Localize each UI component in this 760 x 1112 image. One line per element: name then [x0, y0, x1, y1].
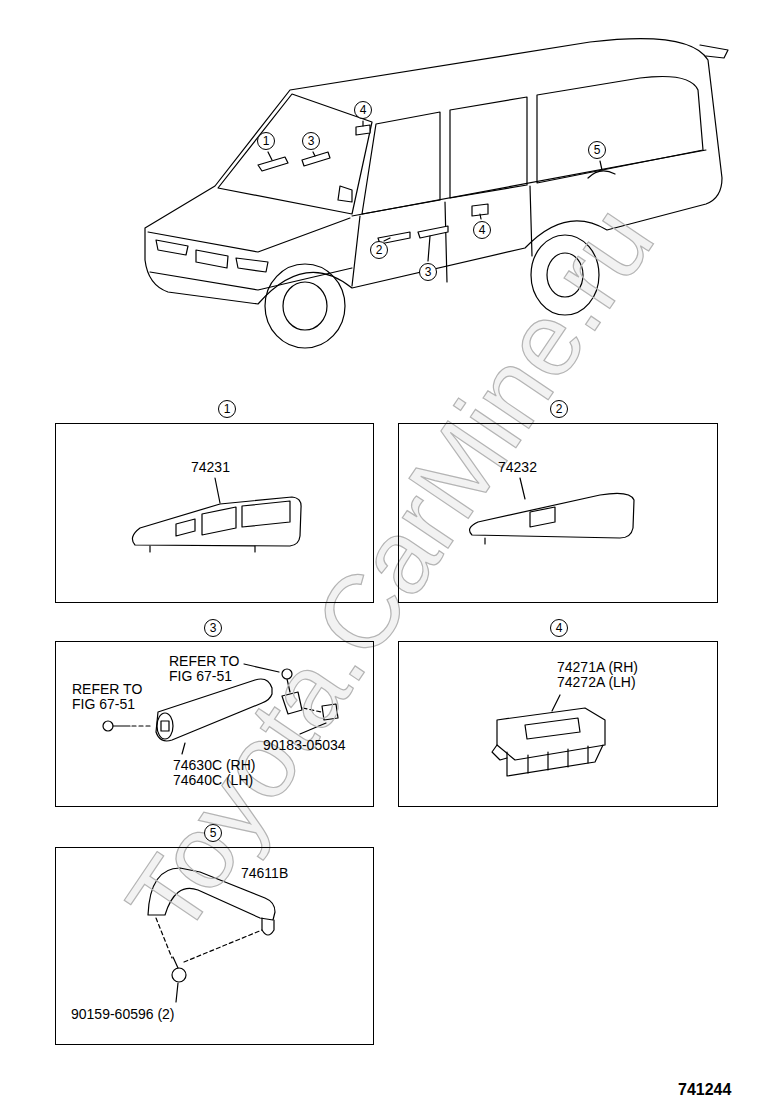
front-door-window	[362, 112, 440, 214]
dashed-line	[132, 725, 152, 726]
switch-body	[507, 745, 603, 776]
callout-number: 3	[302, 132, 320, 150]
clip	[322, 704, 338, 720]
callout-number: 5	[588, 141, 606, 159]
door-seam	[445, 202, 447, 282]
leader-line	[182, 743, 185, 754]
leader-line	[313, 152, 315, 156]
leader-line	[600, 161, 602, 170]
door-seam	[530, 186, 532, 256]
front-wheel-hub	[283, 282, 327, 330]
rear-window	[537, 77, 703, 184]
mount-tab	[262, 918, 274, 935]
leader-line	[215, 478, 220, 503]
callout-number: 2	[370, 241, 388, 259]
reference-note: REFER TO FIG 67-51	[169, 654, 253, 685]
rear-wheel	[531, 235, 599, 315]
bracket	[282, 692, 302, 714]
door-handle	[156, 679, 272, 741]
mirror	[338, 186, 352, 202]
switch-panel	[470, 493, 634, 538]
van-body	[145, 39, 722, 304]
door-seam	[352, 216, 360, 286]
section-number: 1	[218, 400, 236, 418]
leader-line	[362, 121, 363, 126]
leader-line	[428, 236, 430, 261]
roof-spoiler	[700, 45, 728, 58]
reference-note: REFER TO FIG 67-51	[72, 682, 156, 713]
switch-opening	[202, 507, 236, 535]
switch-opening	[525, 718, 580, 739]
screw-shaft	[287, 679, 290, 692]
part-number: 74232	[498, 460, 537, 475]
switch-bezel	[497, 708, 605, 760]
part-number: 74611B	[241, 866, 288, 881]
dashed-line	[156, 918, 172, 958]
part-number: 74231	[191, 460, 230, 475]
grille	[196, 250, 228, 268]
screw-head	[282, 669, 292, 679]
callout-number: 3	[419, 263, 437, 281]
part-number: 74630C (RH) 74640C (LH)	[173, 758, 277, 789]
parts-panel: 3REFER TO FIG 67-51REFER TO FIG 67-51746…	[55, 641, 374, 807]
section-number: 2	[550, 400, 568, 418]
watermark: Toyota.CarMine.ru	[109, 189, 670, 952]
leader-line	[268, 152, 272, 160]
dashed-line	[303, 708, 321, 712]
part-marker	[258, 157, 288, 171]
switch-opening	[176, 519, 195, 536]
mount-tab	[150, 546, 255, 552]
section-number: 4	[550, 619, 568, 637]
leader-line	[176, 983, 178, 1002]
switch-fins	[528, 746, 588, 773]
part-number: 90159-60596 (2)	[71, 1007, 175, 1022]
screw-shaft	[173, 957, 178, 968]
switch-opening	[242, 501, 290, 527]
switch-panel	[132, 497, 301, 546]
part-marker	[302, 152, 330, 166]
headlight	[156, 240, 188, 255]
screw-head	[103, 721, 113, 731]
figure-number: 741244	[678, 1081, 731, 1099]
leader-line	[552, 695, 560, 711]
callout-number: 4	[354, 101, 372, 119]
part-number: 74271A (RH) 74272A (LH)	[557, 660, 661, 691]
screw-head	[172, 968, 186, 982]
leader-line	[384, 238, 390, 241]
parts-panel: 274232	[398, 423, 718, 603]
leader-line	[244, 664, 279, 672]
beltline	[352, 150, 706, 216]
handle-end-cap	[157, 713, 173, 739]
part-marker	[418, 226, 448, 238]
parts-panel: 174231	[55, 423, 374, 603]
connector-tab	[492, 745, 507, 760]
callout-number: 1	[257, 132, 275, 150]
headlight	[236, 258, 268, 272]
mount-tab	[484, 538, 485, 544]
parts-panel: 574611B90159-60596 (2)	[55, 847, 374, 1045]
part-marker	[588, 171, 615, 178]
switch-opening	[530, 507, 555, 527]
slide-door-window	[450, 97, 527, 198]
leader-line	[300, 723, 326, 734]
screw-shaft	[113, 725, 130, 726]
parts-panel: 474271A (RH) 74272A (LH)	[398, 641, 718, 807]
leader-line	[480, 214, 481, 219]
handle-opening	[161, 721, 169, 731]
front-wheel	[265, 264, 345, 348]
rear-wheel-hub	[547, 253, 583, 297]
section-number: 5	[204, 824, 222, 842]
part-number: 90183-05034	[263, 738, 346, 753]
dashed-line	[184, 930, 262, 962]
callout-number: 4	[473, 221, 491, 239]
windshield	[218, 94, 372, 214]
hood-edge	[148, 218, 350, 252]
bumper-line	[150, 268, 352, 290]
leader-line	[520, 478, 525, 499]
section-number: 3	[204, 619, 222, 637]
